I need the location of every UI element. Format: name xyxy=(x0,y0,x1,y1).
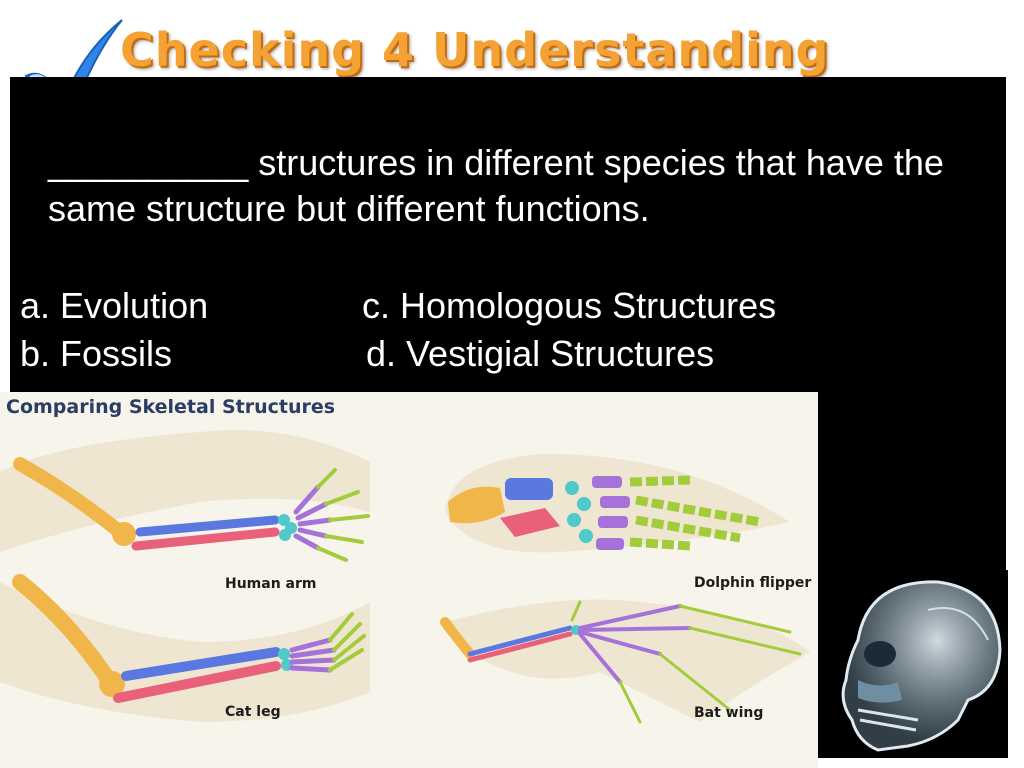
answer-option-d: d. Vestigial Structures xyxy=(366,333,715,374)
answer-option-c: c. Homologous Structures xyxy=(362,285,777,326)
label-bat-wing: Bat wing xyxy=(694,705,764,721)
dolphin-flipper-illustration xyxy=(445,453,790,553)
answer-option-a: a. Evolution xyxy=(20,285,209,326)
figure-title: Comparing Skeletal Structures xyxy=(6,396,336,418)
skull-xray-image xyxy=(818,570,1008,758)
label-dolphin-flipper: Dolphin flipper xyxy=(694,575,812,591)
human-arm-illustration xyxy=(0,430,370,562)
skeletal-illustrations xyxy=(0,430,810,724)
cat-leg-illustration xyxy=(0,574,370,722)
label-human-arm: Human arm xyxy=(225,576,317,592)
question-text: __________ structures in different speci… xyxy=(48,142,944,229)
skeletal-comparison-figure: Comparing Skeletal Structures Human arm … xyxy=(0,392,818,768)
slide-title: Checking 4 Understanding xyxy=(120,23,830,77)
answer-options: a. Evolution c. Homologous Structures b.… xyxy=(20,282,920,378)
bat-wing-illustration xyxy=(440,599,810,724)
answer-option-b: b. Fossils xyxy=(20,333,173,374)
label-cat-leg: Cat leg xyxy=(225,704,281,720)
